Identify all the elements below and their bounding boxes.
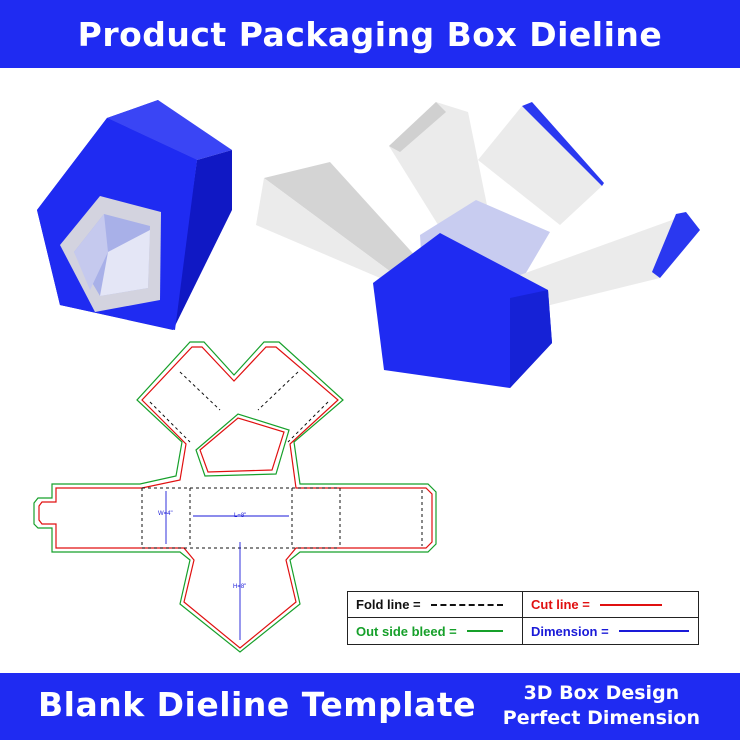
dimension-width-label: W=4" xyxy=(158,511,173,517)
fold-line-swatch xyxy=(430,603,503,606)
open-box-illustration xyxy=(256,102,700,388)
footer-banner: Blank Dieline Template 3D Box Design Per… xyxy=(0,673,740,740)
legend-dimension-label: Dimension = xyxy=(531,623,609,639)
legend-fold: Fold line = xyxy=(348,592,523,618)
legend-bleed: Out side bleed = xyxy=(348,618,523,644)
legend-fold-label: Fold line = xyxy=(356,597,421,612)
line-legend: Fold line = Cut line = Out side bleed = … xyxy=(347,591,699,645)
dimension-line-swatch xyxy=(618,630,689,632)
dieline-template xyxy=(33,341,437,653)
fold-lines xyxy=(141,371,423,549)
legend-dimension: Dimension = xyxy=(523,618,698,644)
cut-line-swatch xyxy=(599,603,662,606)
footer-subtitle: 3D Box Design Perfect Dimension xyxy=(503,681,700,731)
bleed-outline xyxy=(33,341,437,653)
cut-outline xyxy=(38,346,433,649)
bleed-line-swatch xyxy=(466,630,503,632)
legend-cut: Cut line = xyxy=(523,592,698,618)
page-title: Product Packaging Box Dieline xyxy=(77,14,663,54)
dimension-length-label: L=8" xyxy=(234,513,246,519)
dimension-height-label: H=8" xyxy=(233,584,246,590)
footer-title: Blank Dieline Template xyxy=(38,685,476,724)
window-cutout xyxy=(199,417,285,473)
footer-subtitle-1: 3D Box Design xyxy=(523,682,680,704)
dimension-lines xyxy=(165,491,289,640)
closed-box-illustration xyxy=(37,100,232,330)
header-banner: Product Packaging Box Dieline xyxy=(0,0,740,68)
footer-subtitle-2: Perfect Dimension xyxy=(502,707,700,729)
legend-cut-label: Cut line = xyxy=(531,597,590,612)
legend-bleed-label: Out side bleed = xyxy=(356,623,457,639)
